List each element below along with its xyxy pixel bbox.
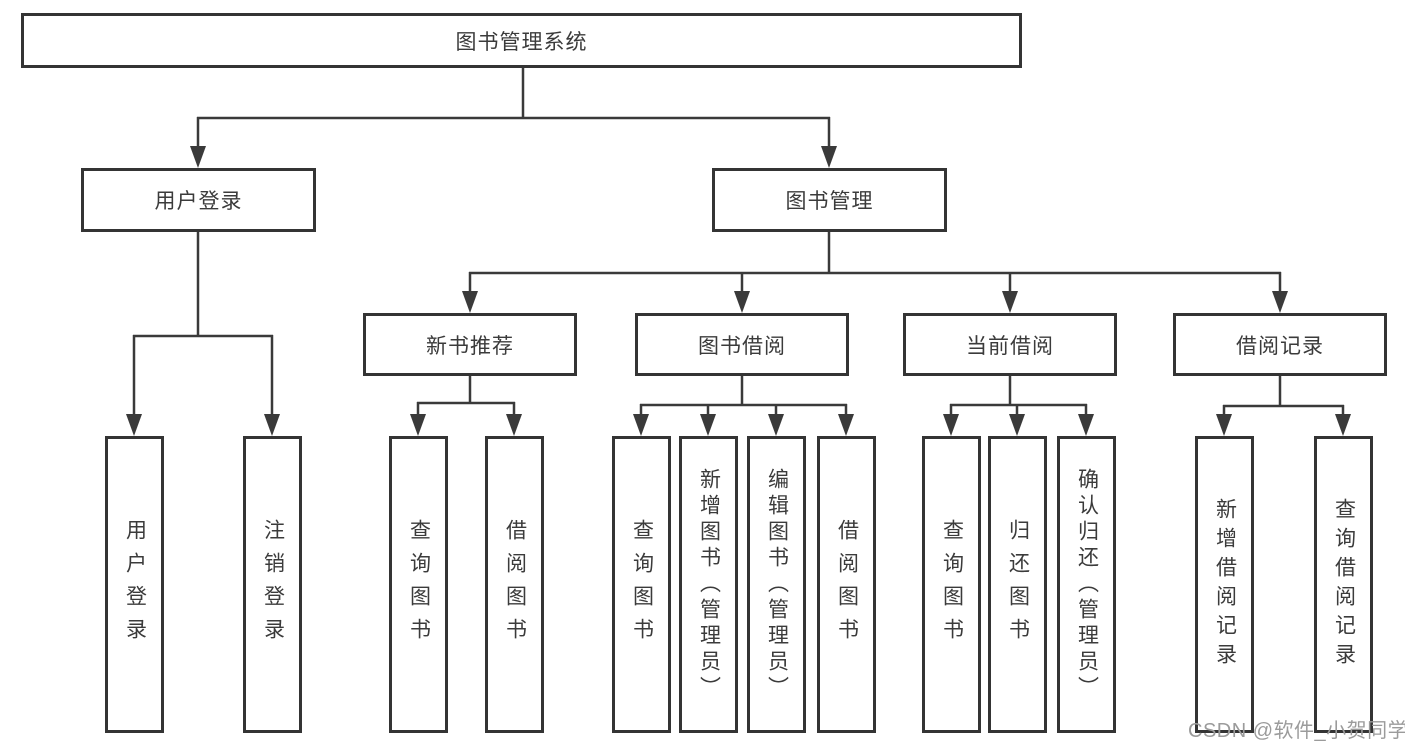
node-label: 图书管理系统 <box>455 30 588 54</box>
leaf-query-borrow-record: 查询借阅记录 <box>1314 436 1373 733</box>
node-label: 借阅记录 <box>1236 334 1324 358</box>
node-label: 借阅图书 <box>503 518 527 651</box>
leaf-user-login: 用户登录 <box>105 436 164 733</box>
node-label: 图书借阅 <box>698 334 786 358</box>
connector-bookborrow-to-leaves <box>633 376 854 436</box>
connector-bookmgmt-to-level3 <box>462 232 1288 313</box>
connector-userlogin-to-leaves <box>126 232 280 436</box>
node-current-borrow: 当前借阅 <box>903 313 1117 376</box>
leaf-borrow-books-recommend: 借阅图书 <box>485 436 544 733</box>
connector-root-to-level2 <box>190 68 837 168</box>
leaf-borrow-books: 借阅图书 <box>817 436 876 733</box>
connector-borrowrecords-to-leaves <box>1216 376 1351 436</box>
node-label: 查询借阅记录 <box>1332 497 1356 672</box>
connector-currentborrow-to-leaves <box>943 376 1094 436</box>
node-label: 归还图书 <box>1006 518 1030 651</box>
node-label: 确认归还（管理员） <box>1075 467 1099 702</box>
node-library-management-system: 图书管理系统 <box>21 13 1022 68</box>
node-label: 新增借阅记录 <box>1213 497 1237 672</box>
csdn-watermark: CSDN @软件_小贺同学 <box>1188 720 1405 742</box>
node-book-borrow: 图书借阅 <box>635 313 849 376</box>
leaf-add-borrow-record: 新增借阅记录 <box>1195 436 1254 733</box>
node-book-management: 图书管理 <box>712 168 947 232</box>
node-label: 新增图书（管理员） <box>697 467 721 702</box>
node-label: 用户登录 <box>154 190 243 213</box>
leaf-return-books: 归还图书 <box>988 436 1047 733</box>
node-borrow-records: 借阅记录 <box>1173 313 1387 376</box>
leaf-query-books-recommend: 查询图书 <box>389 436 448 733</box>
node-label: 编辑图书（管理员） <box>765 467 789 702</box>
leaf-add-books-admin: 新增图书（管理员） <box>679 436 738 733</box>
leaf-edit-books-admin: 编辑图书（管理员） <box>747 436 806 733</box>
leaf-logout: 注销登录 <box>243 436 302 733</box>
leaf-query-books-current: 查询图书 <box>922 436 981 733</box>
node-label: 查询图书 <box>407 518 431 651</box>
node-user-login: 用户登录 <box>81 168 316 232</box>
node-label: 查询图书 <box>630 518 654 651</box>
leaf-confirm-return-admin: 确认归还（管理员） <box>1057 436 1116 733</box>
node-label: 图书管理 <box>785 190 874 213</box>
node-label: 查询图书 <box>940 518 964 651</box>
node-label: 注销登录 <box>261 518 285 651</box>
node-label: 借阅图书 <box>835 518 859 651</box>
connector-newbooks-to-leaves <box>410 376 522 436</box>
node-new-book-recommend: 新书推荐 <box>363 313 577 376</box>
leaf-query-books-borrow: 查询图书 <box>612 436 671 733</box>
node-label: 用户登录 <box>123 518 147 651</box>
node-label: 新书推荐 <box>426 334 514 358</box>
node-label: 当前借阅 <box>966 334 1054 358</box>
